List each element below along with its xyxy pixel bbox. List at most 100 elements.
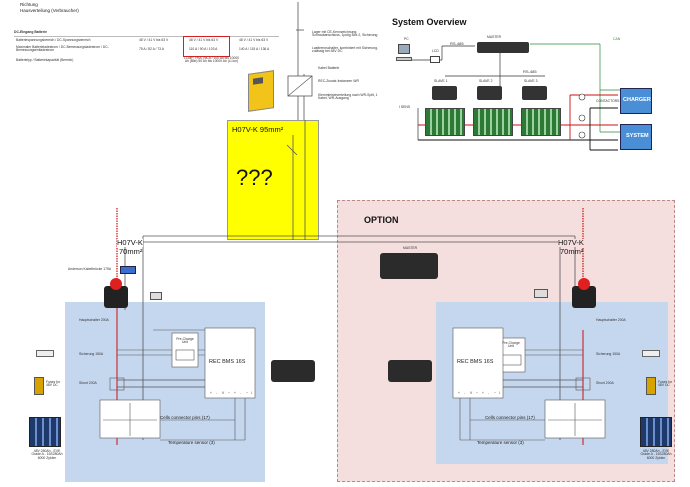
spec-table: Batteriespannungsbereich / DC-Spannungsb… [14,36,279,72]
left-fuse-icon [36,350,54,357]
cell-bank-2-icon [473,108,513,136]
right-h07-size: 70mm² [560,247,584,256]
spec-row-2-c2: 110 A / 90 A / 103 A [189,47,218,51]
left-hauptschalter: Hauptschalter 200A [79,318,109,322]
spec-row-3-label: Batterietyp / Batteriekapazität (Bereich… [16,58,74,62]
left-small-connector-icon [150,292,162,300]
pc-label: PC [404,37,409,41]
left-sicherung: Sicherung 150A [79,352,104,356]
right-switch-knob-icon [578,278,590,290]
right-pin-1: + [458,391,460,395]
spec-row-2-c1: 75 A / 82 A / 73 A [139,47,164,51]
spec-row-1-c2: 48 V / 41 V bis 63 V [189,38,219,42]
master-overview-icon [477,42,529,53]
slave3-icon [522,86,547,100]
left-pin-3: V [222,391,225,395]
left-switch-knob-icon [110,278,122,290]
right-h07-label: H07V-K [558,238,584,247]
right-fuse-holder-icon [646,377,656,395]
right-pin-7: ~ [494,391,496,395]
annotation-top-right-1: Lager mit CE-Kennzeichnung, Schraubansch… [312,30,378,38]
annotation-cable-2: REC-Zusatz-Instanzen WR [318,79,359,83]
left-pin-6: - [240,391,242,395]
spec-row-1-label: Batteriespannungsbereich / DC-Spannungsb… [16,38,91,42]
master-option-label: MASTER [403,246,418,250]
left-pin-7: ~ [246,391,248,395]
right-pin-5: + [482,391,484,395]
left-battery-label: 48V 280Ah - EVE Grade A - 16S280Ah 6000 … [31,449,63,460]
cell-bank-3-icon [521,108,561,136]
right-fuse-icon [642,350,660,357]
left-connector-icon [120,266,136,274]
header-line-2: Hausverteilung (Verbraucher) [20,8,79,13]
left-h07-label: H07V-K [117,238,143,247]
slave2-label: SLAVE 2 [479,79,493,83]
right-pin-2: - [464,391,466,395]
spec-row-2-label: Maximaler Batterieladestrom / DC-Bemessu… [16,45,109,53]
contactors-label: CONTACTORS [596,99,620,103]
left-cable-label: H07V-K 95mm² [232,125,284,134]
right-temp-label: Temperature sensor (3) [477,440,524,445]
spec-row-3-c2: Li-Ion*, PbA, NiCd / 100 Ah bis 10000 Ah… [184,56,239,64]
right-bms-label: REC BMS 16S [457,359,494,365]
right-sicherung: Sicherung 150A [596,352,621,356]
header-line-1: Richtung [20,2,38,7]
system-box [620,124,652,150]
left-bms-label: REC BMS 16S [209,359,246,365]
spec-row-1-c3: 48 V / 41 V bis 63 V [239,38,269,42]
lcd-icon [430,56,440,63]
charger-box [620,88,652,114]
isens-label: I SENS [399,105,411,109]
left-pre-charge: Pre-Charge Unit [176,337,194,345]
left-battery-icon [29,417,61,447]
left-pin-1: + [210,391,212,395]
annotation-cable-1: Kabel Batterie [318,66,340,70]
right-switch-icon [572,286,596,308]
master-overview-label: MASTER [487,35,502,39]
left-shunt: Shunt 200A [79,381,97,385]
unknown-label: ??? [236,165,273,190]
annotation-top-right-2: Lasttrennschalter, kombiniert mit Sicher… [312,46,378,54]
left-fuse-box-label: Fuses for 48V DC [46,380,61,388]
spec-highlight [183,36,230,57]
right-fuse-box-label: Fuses for 48V DC [658,380,673,388]
inverter-device-icon [248,70,274,112]
option-bms-device-icon [388,360,432,382]
right-pin-4: ~ [476,391,478,395]
system-overview-title: System Overview [392,17,467,27]
left-fuse-holder-icon [34,377,44,395]
left-pin-5: + [234,391,236,395]
slave3-label: SLAVE 3 [524,79,538,83]
slave1-label: SLAVE 1 [434,79,448,83]
left-temp-label: Temperature sensor (3) [168,440,215,445]
right-battery-label: 48V 280Ah - EVE Grade A - 16S280Ah 6000 … [640,449,672,460]
left-pin-8: I [251,391,252,395]
right-hauptschalter: Hauptschalter 200A [596,318,626,322]
spec-row-1-c1: 48 V / 41 V bis 63 V [139,38,169,42]
system-label: SYSTEM [626,133,649,139]
right-pre-charge: Pre-Charge Unit [502,341,520,349]
master-option-icon [380,253,438,279]
left-switch-icon [104,286,128,308]
spec-table-title: DC-Eingang Batterie [14,30,47,34]
pc-monitor-icon [398,44,410,54]
right-cells-label: Cells connector pins (17) [485,415,535,420]
charger-label: CHARGER [623,97,651,103]
left-pin-2: - [216,391,218,395]
right-battery-icon [640,417,672,447]
right-bms-pins: + - V ~ + - ~ I [456,391,502,397]
lcd-label: LCD [432,49,439,53]
annotation-cable-3: Klemmleisteverteilung nach WR-Split, 1 K… [318,93,378,101]
left-cells-label: Cells connector pins (17) [160,415,210,420]
slave1-icon [432,86,457,100]
left-bms-pins: + - V ~ + - ~ I [208,391,254,397]
right-pin-6: - [488,391,490,395]
rs485-top-label: RS-485 [450,41,464,46]
unknown-yellow-box [227,120,319,240]
spec-row-2-c3: 140 A / 115 A / 136 A [239,47,270,51]
left-h07-size: 70mm² [119,247,143,256]
option-label: OPTION [364,215,399,225]
cell-bank-1-icon [425,108,465,136]
left-pin-4: ~ [228,391,230,395]
